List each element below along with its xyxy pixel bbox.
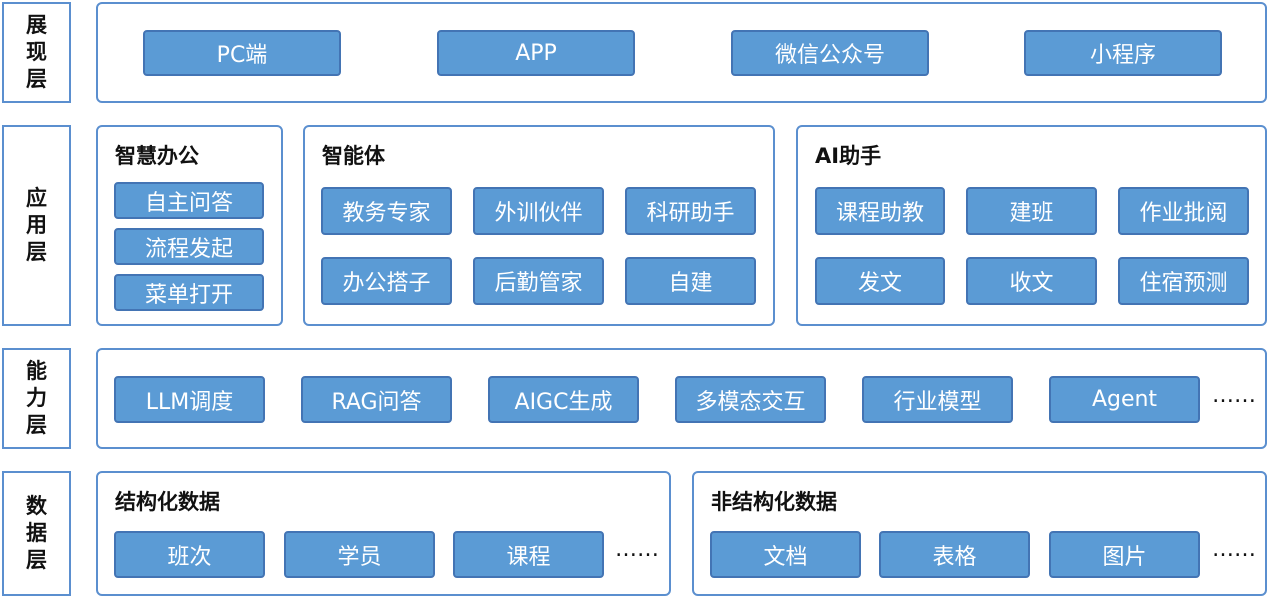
wechat-official-account-chip: 微信公众号: [731, 30, 929, 76]
unstructured-more: ……: [1212, 537, 1256, 562]
capability-chip: LLM调度: [114, 376, 265, 423]
application-layer-label: 应 用 层: [2, 125, 71, 326]
agent-chip: 外训伙伴: [473, 187, 604, 235]
label-char: 能: [26, 359, 47, 383]
assistant-chip: 课程助教: [815, 187, 945, 235]
label-char: 力: [26, 386, 47, 410]
capability-chip: RAG问答: [301, 376, 452, 423]
unstructured-data-title: 非结构化数据: [711, 490, 837, 514]
agent-chip: 后勤管家: [473, 257, 604, 305]
office-chip: 自主问答: [114, 182, 264, 219]
label-char: 据: [26, 521, 47, 545]
capability-chip: Agent: [1049, 376, 1200, 423]
label-char: 数: [26, 494, 47, 518]
ai-assistant-title: AI助手: [815, 144, 882, 168]
unstructured-chip: 图片: [1049, 531, 1200, 578]
label-char: 现: [26, 40, 47, 64]
agent-title: 智能体: [322, 144, 385, 168]
structured-chip: 班次: [114, 531, 265, 578]
unstructured-chip: 表格: [879, 531, 1030, 578]
label-char: 层: [26, 240, 47, 264]
agent-chip: 办公搭子: [321, 257, 452, 305]
mini-program-chip: 小程序: [1024, 30, 1222, 76]
capability-more: ……: [1212, 383, 1256, 408]
label-char: 层: [26, 67, 47, 91]
structured-chip: 学员: [284, 531, 435, 578]
pc-chip: PC端: [143, 30, 341, 76]
app-chip: APP: [437, 30, 635, 76]
structured-chip: 课程: [453, 531, 604, 578]
structured-data-title: 结构化数据: [115, 490, 220, 514]
assistant-chip: 收文: [966, 257, 1097, 305]
assistant-chip: 发文: [815, 257, 945, 305]
label-char: 应: [26, 186, 47, 210]
unstructured-chip: 文档: [710, 531, 861, 578]
office-chip: 流程发起: [114, 228, 264, 265]
presentation-layer-label: 展 现 层: [2, 2, 71, 103]
data-layer-label: 数 据 层: [2, 471, 71, 596]
capability-layer-label: 能 力 层: [2, 348, 71, 449]
agent-chip: 科研助手: [625, 187, 756, 235]
assistant-chip: 建班: [966, 187, 1097, 235]
agent-chip: 自建: [625, 257, 756, 305]
smart-office-title: 智慧办公: [115, 144, 199, 168]
assistant-chip: 住宿预测: [1118, 257, 1249, 305]
structured-more: ……: [615, 537, 659, 562]
office-chip: 菜单打开: [114, 274, 264, 311]
label-char: 展: [26, 13, 47, 37]
label-char: 用: [26, 213, 47, 237]
capability-chip: AIGC生成: [488, 376, 639, 423]
agent-chip: 教务专家: [321, 187, 452, 235]
assistant-chip: 作业批阅: [1118, 187, 1249, 235]
label-char: 层: [26, 548, 47, 572]
capability-chip: 行业模型: [862, 376, 1013, 423]
capability-chip: 多模态交互: [675, 376, 826, 423]
label-char: 层: [26, 413, 47, 437]
